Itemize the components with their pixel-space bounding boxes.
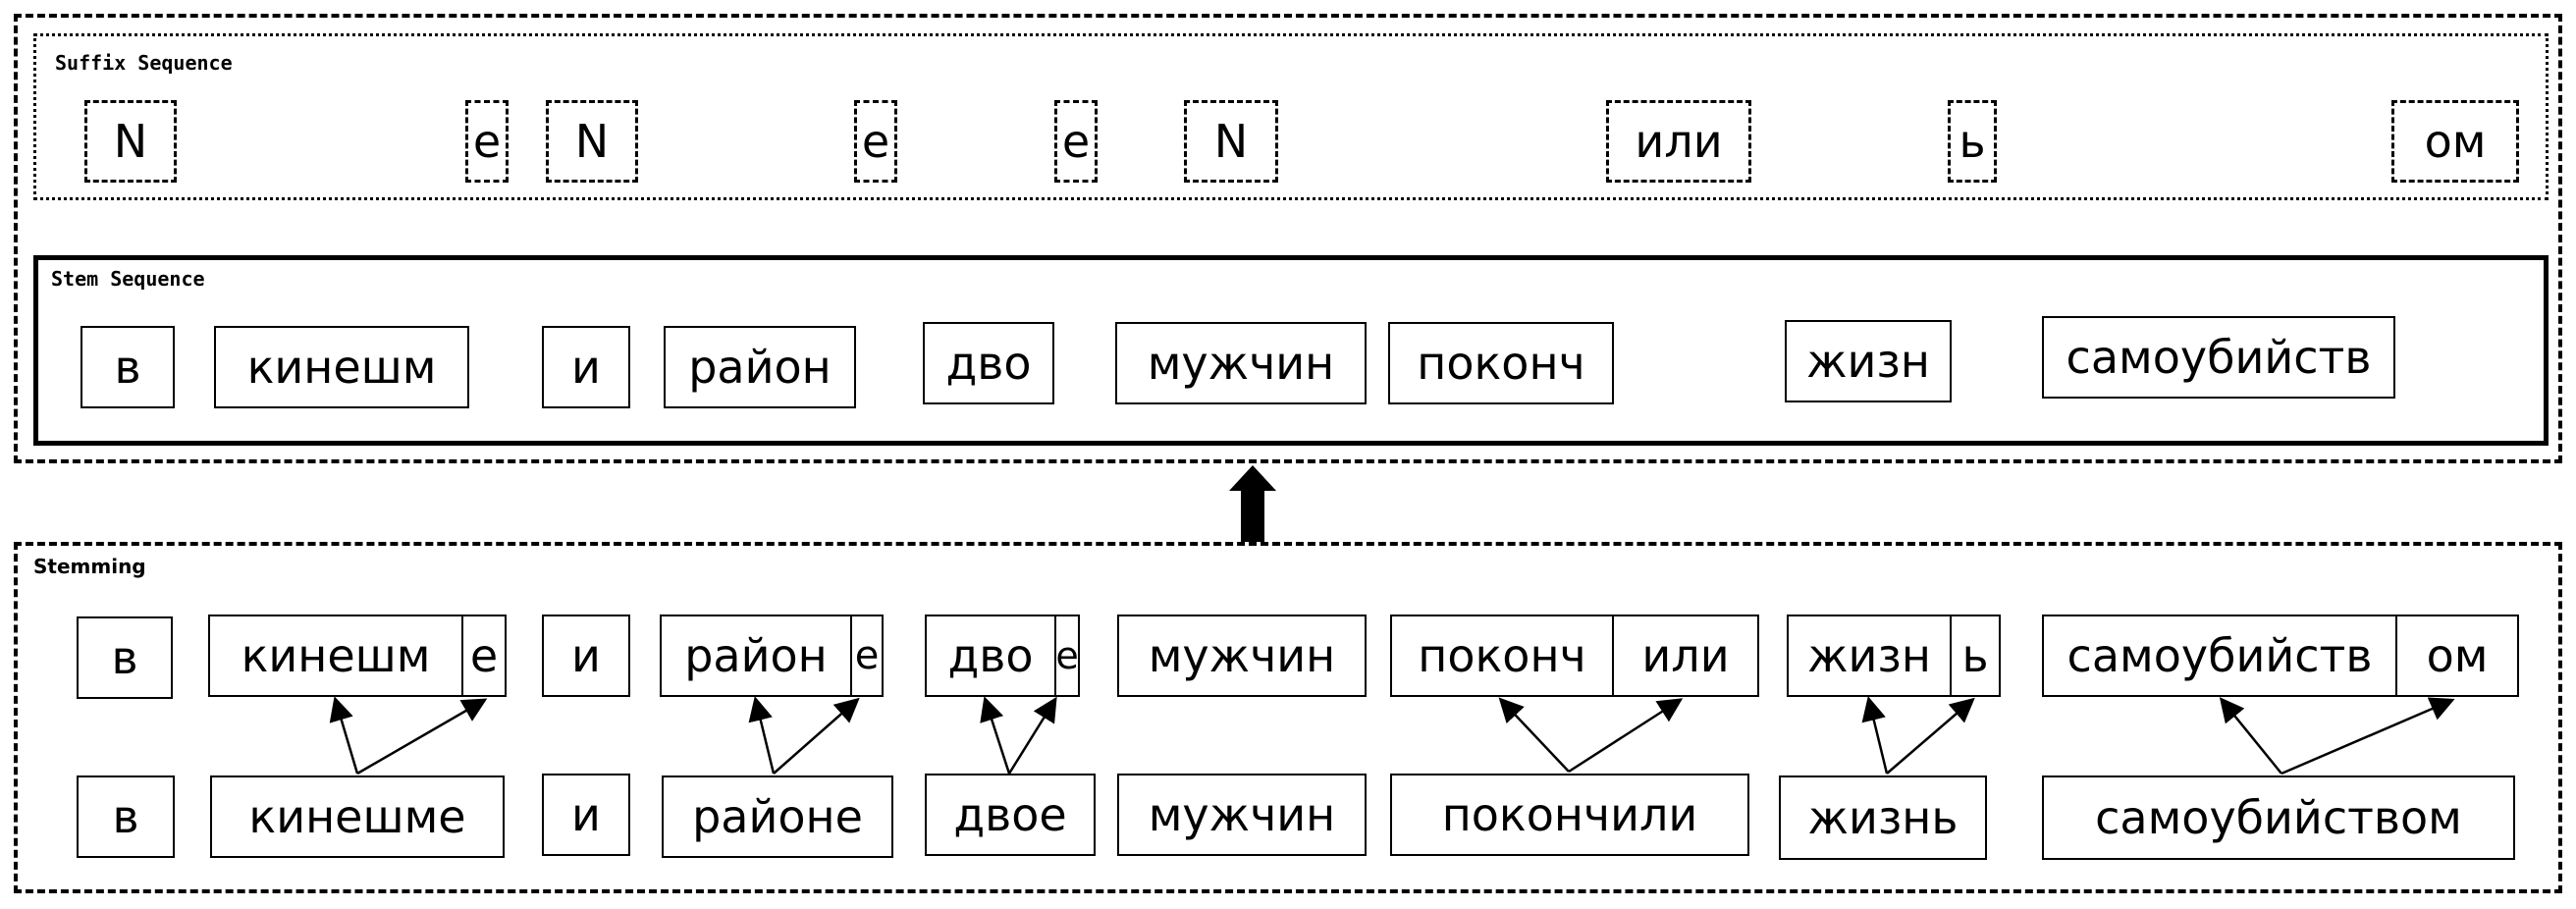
- word-item: кинешме: [210, 775, 505, 858]
- suffix-item: e: [465, 100, 509, 183]
- split-suffix: ь: [1950, 615, 2001, 697]
- split-stem: и: [542, 615, 630, 697]
- suffix-item: или: [1606, 100, 1751, 183]
- split-suffix: е: [850, 615, 884, 697]
- split-stem: район: [660, 615, 852, 697]
- word-item: самоубийством: [2042, 775, 2515, 860]
- stem-item: поконч: [1388, 322, 1614, 404]
- split-suffix: e: [461, 615, 507, 697]
- split-arrow: [1498, 697, 1570, 773]
- split-stem: мужчин: [1117, 615, 1367, 697]
- top-dash-dot-frame: [14, 14, 2562, 463]
- word-item: покончили: [1390, 774, 1749, 856]
- split-arrow: [329, 696, 359, 775]
- split-arrow: [773, 697, 860, 775]
- stem-item: самоубийств: [2042, 316, 2395, 399]
- split-suffix: или: [1612, 615, 1759, 697]
- word-item: и: [542, 774, 630, 856]
- word-item: районе: [662, 775, 893, 858]
- word-item: жизнь: [1779, 775, 1987, 860]
- stem-item: жизн: [1785, 320, 1952, 402]
- stem-item: и: [542, 326, 630, 408]
- stem-item: кинешм: [214, 326, 469, 408]
- suffix-item: e: [1054, 100, 1098, 183]
- split-suffix: ом: [2395, 615, 2519, 697]
- suffix-item: N: [546, 100, 638, 183]
- stem-item: в: [80, 326, 175, 408]
- split-arrow: [748, 696, 776, 775]
- word-item: в: [77, 775, 175, 858]
- split-stem: кинешм: [208, 615, 463, 697]
- split-arrow: [2219, 697, 2282, 775]
- split-arrow: [2281, 697, 2455, 775]
- suffix-item: e: [854, 100, 897, 183]
- stemming-title: Stemming: [33, 555, 146, 578]
- stem-item: дво: [923, 322, 1054, 404]
- suffix-sequence-title: Suffix Sequence: [55, 51, 233, 75]
- suffix-item: ом: [2391, 100, 2519, 183]
- split-arrow: [1007, 696, 1057, 775]
- stem-item: мужчин: [1115, 322, 1367, 404]
- up-arrow-icon: [1229, 465, 1276, 542]
- split-arrow: [1568, 698, 1684, 774]
- split-arrow: [1886, 697, 1975, 775]
- split-arrow: [356, 698, 488, 775]
- stem-item: район: [664, 326, 856, 408]
- stem-sequence-title: Stem Sequence: [51, 267, 205, 291]
- split-stem: поконч: [1390, 615, 1614, 697]
- suffix-item: N: [84, 100, 177, 183]
- split-arrow: [980, 696, 1011, 775]
- split-arrow: [1861, 696, 1889, 775]
- suffix-sequence-panel: [33, 33, 2549, 200]
- suffix-item: ь: [1948, 100, 1997, 183]
- word-item: мужчин: [1117, 774, 1367, 856]
- split-suffix: е: [1054, 615, 1080, 697]
- word-item: двое: [925, 774, 1096, 856]
- suffix-item: N: [1184, 100, 1278, 183]
- stemming-frame: [14, 542, 2562, 893]
- stem-sequence-panel: [33, 255, 2549, 446]
- split-stem: в: [77, 616, 173, 699]
